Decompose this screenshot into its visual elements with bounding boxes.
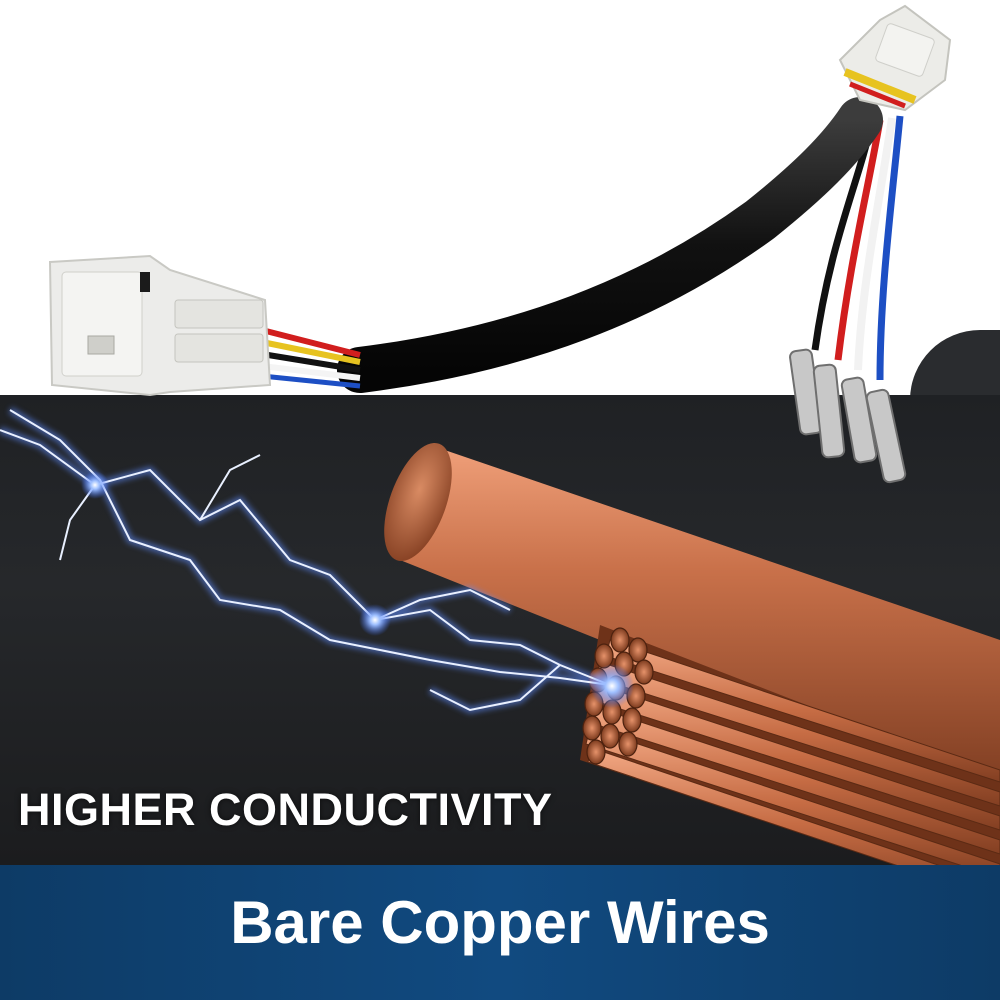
- right-white-connector: [838, 4, 952, 112]
- wire-harness: [48, 4, 952, 484]
- left-white-connector: [48, 254, 272, 397]
- solid-copper-rod: [400, 445, 1000, 800]
- stranded-copper-bundle: [580, 625, 1000, 901]
- electric-spark: [0, 406, 634, 714]
- quick-disconnect-terminals: [789, 348, 907, 484]
- blue-lead-wire: [876, 115, 904, 381]
- copper-wire-illustration: [384, 442, 1000, 901]
- black-sleeve-cable: [337, 97, 883, 393]
- banner-title: Bare Copper Wires: [230, 889, 770, 956]
- headline-text: HIGHER CONDUCTIVITY: [18, 784, 553, 835]
- title-banner: [0, 865, 1000, 1000]
- red-lead-wire: [834, 119, 884, 361]
- solid-copper-rod-end: [384, 442, 452, 562]
- left-connector-wires: [261, 327, 361, 389]
- white-lead-wire: [854, 117, 896, 371]
